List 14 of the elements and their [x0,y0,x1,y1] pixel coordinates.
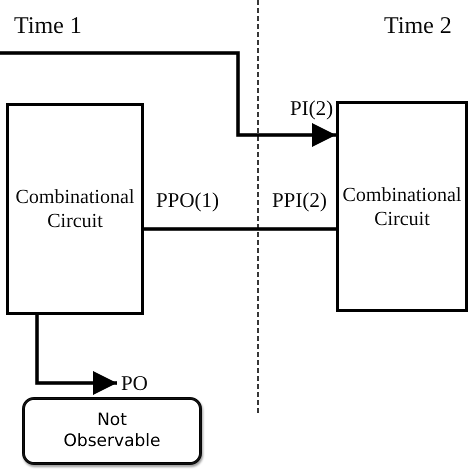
output-label: PO [121,373,148,394]
circuit-box [6,103,144,315]
signal-arrow [0,51,336,147]
status-label: Not Observable [64,410,160,452]
signal-label: PPI(2) [272,190,327,211]
time-label: Time 1 [14,14,82,38]
circuit-label: Combinational Circuit [16,185,134,233]
circuit-box [336,101,468,312]
time-label: Time 2 [384,14,452,38]
status-box [22,397,202,465]
circuit-label: Combinational Circuit [342,182,462,230]
signal-label: PPO(1) [156,190,220,211]
signal-label: PI(2) [290,98,334,119]
signal-arrow [35,315,117,395]
